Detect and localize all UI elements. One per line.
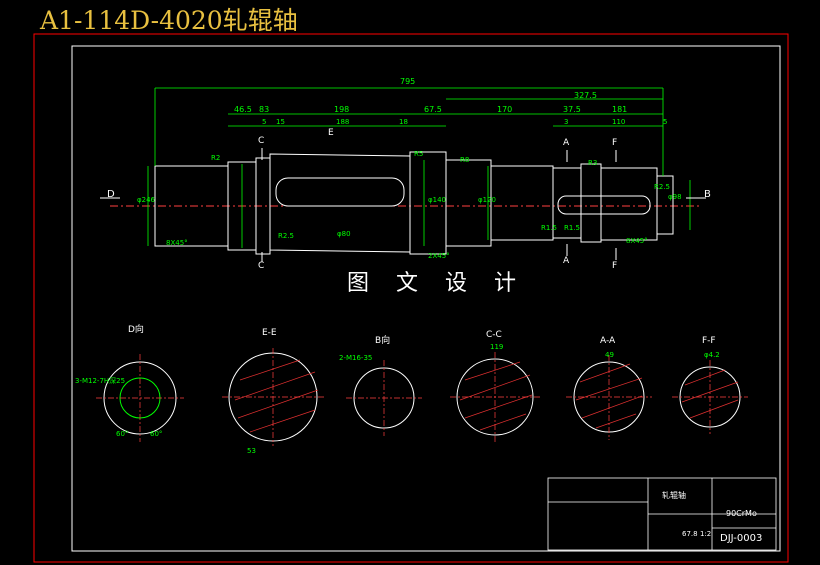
label-r7: R1.5 xyxy=(564,224,580,232)
label-k1: φ140 xyxy=(428,196,446,204)
mark-d: D xyxy=(107,189,115,200)
label-r8: R2.5 xyxy=(278,232,294,240)
label-d-view: D向 xyxy=(128,325,144,335)
dim-d13: 3 xyxy=(564,118,569,126)
dim-d2: 83 xyxy=(259,105,270,114)
dim-d9: 5 xyxy=(262,118,267,126)
mark-c-top: C xyxy=(258,136,265,146)
mark-c-bottom: C xyxy=(258,261,265,271)
label-d-left: φ246 xyxy=(137,196,155,204)
label-r2: R5 xyxy=(414,150,424,158)
dim-overall: 795 xyxy=(400,77,416,86)
label-f-f: F-F xyxy=(702,336,716,346)
dim-d3: 198 xyxy=(334,105,350,114)
label-r1: R2 xyxy=(211,154,221,162)
part-name: 轧辊轴 xyxy=(662,491,686,500)
weight: 67.8 xyxy=(682,530,698,538)
label-chamfer2: 8X45° xyxy=(626,237,648,245)
dim-d14: 110 xyxy=(612,118,626,126)
label-k2: φ120 xyxy=(478,196,496,204)
mark-e: E xyxy=(328,128,334,138)
label-r5: R2.5 xyxy=(654,183,670,191)
main-view xyxy=(110,151,700,255)
label-c-c: C-C xyxy=(486,330,502,340)
note-d: 3-M12-7H深25 xyxy=(75,377,126,385)
label-a-a: A-A xyxy=(600,336,616,346)
section-marks xyxy=(100,148,706,262)
inner-border xyxy=(71,45,781,552)
mark-a-top: A xyxy=(563,138,570,148)
watermark-text: 图 文 设 计 xyxy=(347,271,526,296)
mark-f-top: F xyxy=(612,138,618,148)
hatching xyxy=(234,359,739,433)
angle-d-1: 60° xyxy=(116,430,129,438)
scale: 1:2 xyxy=(700,530,712,538)
mark-f-bottom: F xyxy=(612,261,618,271)
label-e-e: E-E xyxy=(262,328,277,338)
outer-border xyxy=(33,33,789,563)
dim-d8: 327.5 xyxy=(574,91,597,100)
dim-e-view: 53 xyxy=(247,447,256,455)
label-taper: φ80 xyxy=(337,230,351,238)
dim-d1: 46.5 xyxy=(234,105,252,114)
label-b-view: B向 xyxy=(375,336,391,346)
dim-c-view: 119 xyxy=(490,343,504,351)
dim-d6: 37.5 xyxy=(563,105,581,114)
mark-a-bottom: A xyxy=(563,256,570,266)
label-r3: R8 xyxy=(460,156,470,164)
dim-a-view: 49 xyxy=(605,351,614,359)
dim-d5: 170 xyxy=(497,105,513,114)
mark-b: B xyxy=(704,189,711,200)
dim-d11: 188 xyxy=(336,118,350,126)
material: 90CrMo xyxy=(726,509,757,518)
title-block xyxy=(547,477,777,551)
dim-d7: 181 xyxy=(612,105,628,114)
dim-f-view: φ4.2 xyxy=(704,351,720,359)
drawing-title: A1-114D-4020轧辊轴 xyxy=(40,6,298,35)
dim-d15: 5 xyxy=(663,118,668,126)
label-r6: R1.5 xyxy=(541,224,557,232)
dimension-lines xyxy=(147,87,691,248)
section-views xyxy=(103,352,741,442)
angle-d-2: 60° xyxy=(150,430,163,438)
note-b: 2-M16-35 xyxy=(339,354,373,362)
label-chamfer3: 2X45° xyxy=(428,252,450,260)
label-d-right: φ98 xyxy=(668,193,682,201)
dim-d4: 67.5 xyxy=(424,105,442,114)
label-r4: R3 xyxy=(588,159,598,167)
dim-d12: 18 xyxy=(399,118,408,126)
label-chamfer1: 8X45° xyxy=(166,239,188,247)
drawing-number: DJJ-0003 xyxy=(720,533,763,544)
section-centerlines xyxy=(96,348,748,446)
dim-d10: 15 xyxy=(276,118,285,126)
